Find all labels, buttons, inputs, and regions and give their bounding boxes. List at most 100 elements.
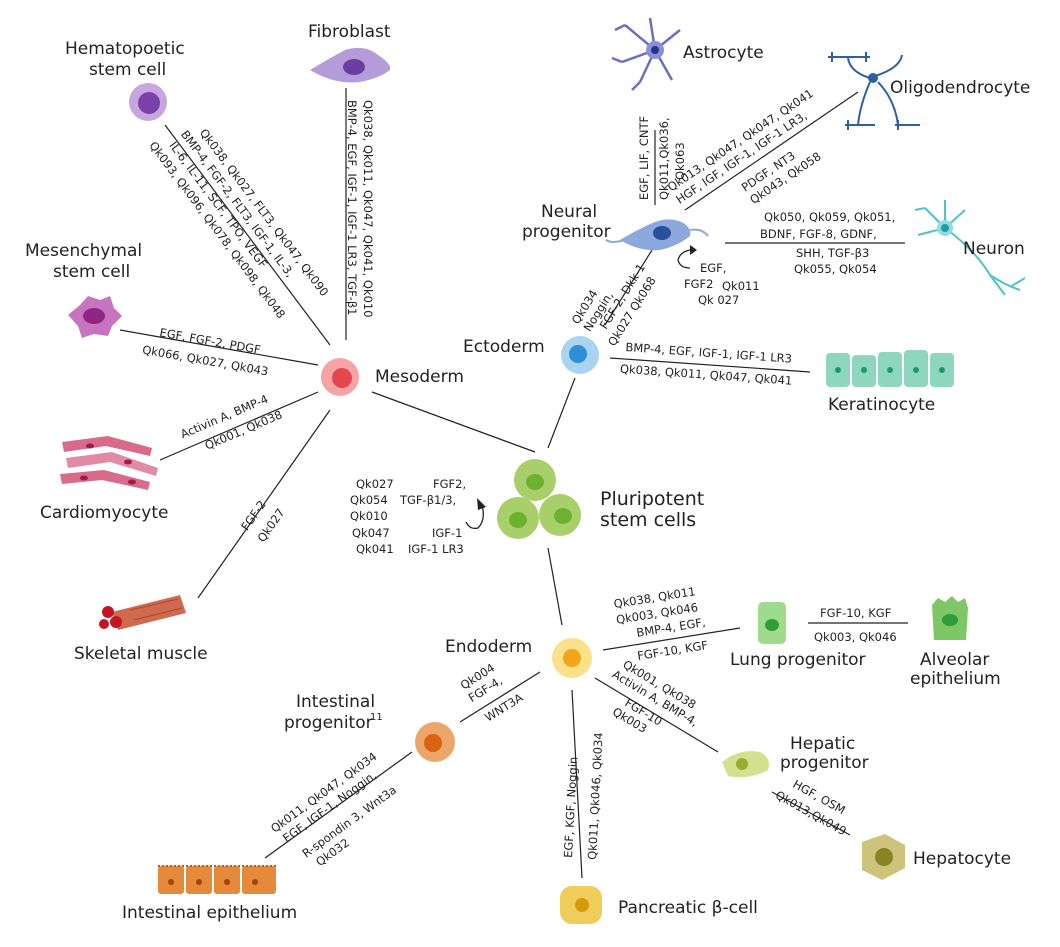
oligodendrocyte-label: Oligodendrocyte: [890, 78, 1030, 98]
intestinal-progenitor-label-2: progenitor: [284, 713, 373, 733]
pancreatic-factors-right: Qk011, Qk046, Qk034: [585, 732, 606, 860]
hepatocyte-icon: [862, 834, 905, 880]
neural-self-4: Qk 027: [698, 293, 739, 307]
lung-factors: Qk038, Qk011 Qk003, Qk046 BMP-4, EGF,: [613, 584, 707, 640]
hepatic-label-1: Hepatic: [790, 734, 855, 754]
neuron-icon: [914, 200, 1026, 296]
self-renewal-arrowhead-icon: [477, 498, 486, 510]
line-intestinal: [459, 671, 541, 723]
astro-factors: EGF, LIF, CNTF: [637, 116, 651, 200]
line-oligo: [684, 91, 859, 211]
kera-factors: BMP-4, EGF, IGF-1, IGF-1 LR3 Qk038, Qk01…: [620, 340, 793, 388]
lung-factors-bot: FGF-10, KGF: [636, 638, 709, 663]
pluripotent-cells-icon: [497, 459, 581, 539]
endoderm-cell-icon: [552, 638, 592, 678]
line-hepatocyte: [771, 791, 851, 836]
sr-left-1: Qk027: [356, 477, 394, 491]
ectoderm-cell-icon: [561, 336, 599, 374]
cardiomyocyte-label: Cardiomyocyte: [40, 503, 168, 523]
intestinal-progenitor-label-1: Intestinal: [296, 692, 375, 712]
alveolar-label-2: epithelium: [910, 669, 1001, 689]
neural-self-2: FGF2: [684, 277, 713, 291]
neuron-top-1: Qk050, Qk059, Qk051,: [764, 210, 895, 224]
astro-factors-right: Qk011,Qk036, Qk063: [657, 117, 687, 200]
neuron-top-2: BDNF, FGF-8, GDNF,: [760, 227, 877, 241]
neural-progenitor-label-1: Neural: [541, 202, 597, 222]
line-pancreatic: [571, 689, 583, 879]
connector-lines: [119, 88, 908, 879]
line-keratinocyte: [609, 357, 811, 373]
fibro-f1: Qk038, Qk011, Qk047, Qk041, Qk010: [361, 100, 375, 318]
sr-right-4: IGF-1: [432, 526, 462, 540]
neuron-factors: Qk050, Qk059, Qk051, BDNF, FGF-8, GDNF, …: [760, 210, 895, 276]
alveolar-label-1: Alveolar: [920, 650, 989, 670]
kera-top: BMP-4, EGF, IGF-1, IGF-1 LR3: [625, 340, 792, 366]
alveolar-factors: FGF-10, KGF Qk003, Qk046: [814, 606, 897, 644]
pancreatic-label: Pancreatic β-cell: [618, 898, 758, 918]
skeletal-factors: FGF-2 Qk027: [238, 498, 287, 545]
astrocyte-label: Astrocyte: [683, 43, 764, 63]
sr-left-2: Qk054: [350, 493, 388, 507]
hepatocyte-label: Hepatocyte: [913, 849, 1011, 869]
keratinocyte-icon: [826, 350, 954, 387]
sr-right-2: TGF-β1/3,: [399, 493, 456, 507]
line-lung: [602, 627, 741, 651]
keratinocyte-label: Keratinocyte: [828, 395, 935, 415]
mesoderm-cell-icon: [321, 358, 359, 396]
endoderm-label: Endoderm: [445, 637, 532, 657]
pluripotent-label-1: Pluripotent: [600, 488, 704, 510]
hematopoetic-label-1: Hematopoetic: [65, 39, 185, 59]
neural-self-3: Qk011: [722, 279, 760, 293]
line-endoderm-pluripotent: [547, 547, 563, 626]
intestinal-epi-top-1: Qk011, Qk047, Qk034: [268, 749, 379, 835]
ectoderm-label: Ectoderm: [463, 337, 545, 357]
skeletal-muscle-icon: [99, 595, 186, 630]
neural-self-factors: EGF, FGF2 Qk011 Qk 027: [684, 261, 760, 307]
pancreatic-right: Qk011, Qk046, Qk034: [585, 732, 606, 860]
cardiomyocyte-icon: [60, 436, 158, 490]
neuron-bot-1: SHH, TGF-β3: [796, 246, 869, 260]
line-hema: [164, 124, 331, 346]
line-cardio: [159, 391, 319, 461]
skeletal-muscle-label: Skeletal muscle: [74, 644, 208, 664]
neural-progenitor-label-2: progenitor: [522, 222, 611, 242]
mesen-factors: EGF, FGF-2, PDGF Qk066, Qk027, Qk043: [141, 325, 269, 378]
cardio-factors: Activin A, BMP-4 Qk001, Qk038: [178, 392, 284, 453]
hema-factors: Qk038, Qk027, FLT3, Qk047, Qk090 BMP-4, …: [146, 126, 331, 321]
sr-right-5: IGF-1 LR3: [408, 542, 464, 556]
mesoderm-label: Mesoderm: [375, 367, 464, 387]
line-ecto-neural: [604, 249, 653, 326]
alveolar-epithelium-icon: [932, 596, 968, 640]
self-renewal-arrow-icon: [465, 504, 484, 530]
astro-right-1: Qk011,Qk036,: [657, 117, 671, 200]
pancreatic-factors-left: EGF, KGF, Noggin: [561, 756, 580, 858]
intestinal-progenitor-superscript: 11: [370, 712, 383, 723]
hematopoetic-label-2: stem cell: [89, 60, 166, 80]
astro-right-2: Qk063: [673, 142, 687, 180]
fibroblast-label: Fibroblast: [308, 22, 391, 42]
neuron-label: Neuron: [963, 239, 1025, 259]
intestinal-progenitor-icon: [415, 722, 455, 762]
pancreatic-beta-cell-icon: [560, 886, 602, 924]
line-mesoderm-pluripotent: [371, 391, 536, 453]
fibro-f2: BMP-4, EGF, IGF-1, IGF-1 LR3, TGF-β1: [345, 100, 359, 316]
oligodendrocyte-icon: [828, 52, 920, 130]
lung-progenitor-label: Lung progenitor: [730, 650, 866, 670]
neural-arrowhead-icon: [690, 245, 697, 255]
intestinal-epithelium-icon: [158, 865, 276, 894]
sr-left-3: Qk010: [350, 509, 388, 523]
hematopoetic-cell-icon: [129, 83, 167, 121]
line-hepatic: [594, 677, 719, 753]
lung-progenitor-icon: [758, 602, 786, 644]
line-mesenchymal: [119, 329, 319, 366]
neural-self-renewal-arrow-icon: [677, 249, 691, 269]
self-renewal-factors: Qk027 Qk054 Qk010 Qk047 Qk041 FGF2, TGF-…: [350, 477, 466, 556]
lung-bot: FGF-10, KGF: [636, 638, 709, 663]
astro-left: EGF, LIF, CNTF: [637, 116, 651, 200]
fibro-factors: Qk038, Qk011, Qk047, Qk041, Qk010 BMP-4,…: [345, 100, 375, 318]
alveolar-top: FGF-10, KGF: [820, 606, 891, 620]
line-skeletal: [197, 409, 331, 599]
neural-self-1: EGF,: [700, 261, 726, 275]
intestinal-epithelium-label: Intestinal epithelium: [122, 903, 297, 923]
